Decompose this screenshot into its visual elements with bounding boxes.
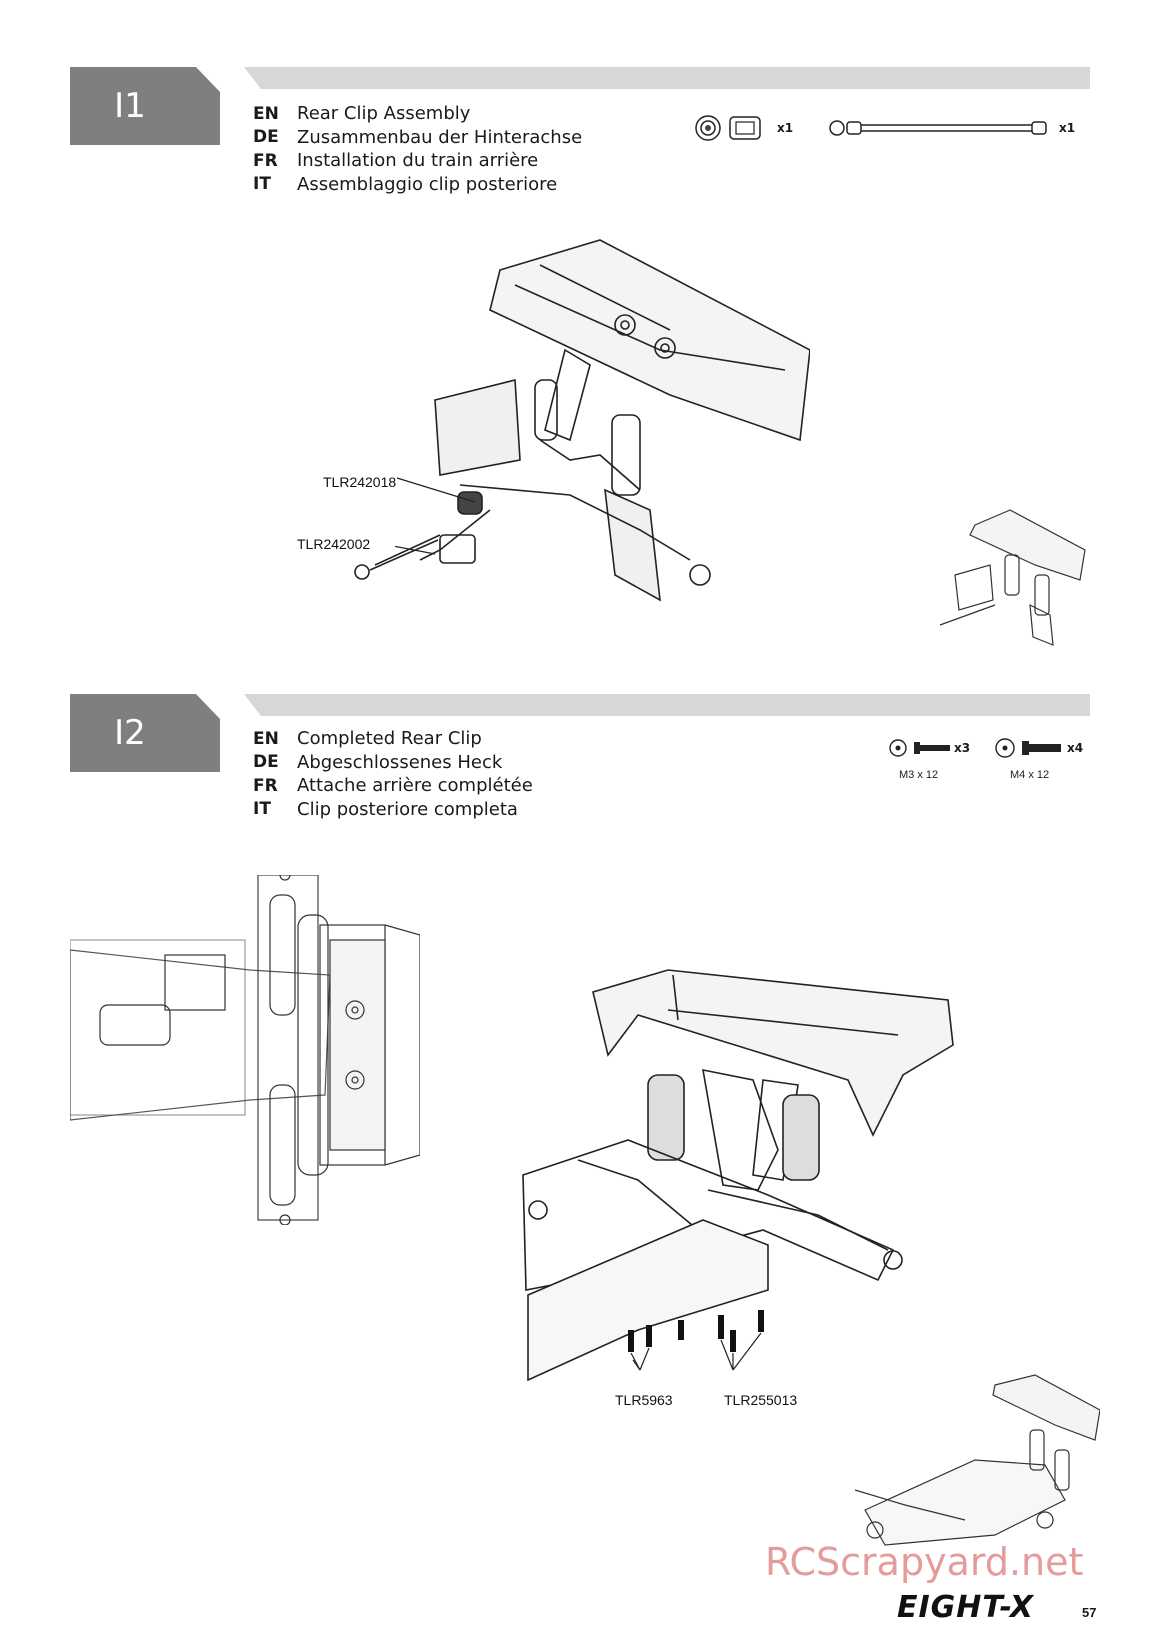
title-row-it: IT Assemblaggio clip posteriore (253, 173, 582, 197)
step-number: I1 (114, 86, 146, 126)
flat-head-screw-icon (995, 738, 1061, 758)
flat-head-screw-icon (889, 739, 950, 757)
title-row-fr: FR Installation du train arrière (253, 149, 582, 173)
title-text: Zusammenbau der Hinterachse (297, 126, 583, 148)
lang-code: FR (253, 150, 278, 171)
watermark-text: RCScrapyard.net (765, 1540, 1084, 1584)
part-callout: TLR242002 (297, 536, 371, 552)
rear-clip-perspective-drawing (522, 969, 954, 1382)
title-text: Installation du train arrière (297, 150, 539, 172)
step-header-bar (244, 694, 1090, 716)
title-text: Abgeschlossenes Heck (297, 751, 503, 773)
brand-logo: EIGHT-X (897, 1590, 1035, 1625)
title-row-de: DE Zusammenbau der Hinterachse (253, 126, 582, 150)
part-callout: TLR5963 (615, 1392, 673, 1408)
title-text: Assemblaggio clip posteriore (297, 173, 558, 195)
driveshaft-icon (829, 120, 1047, 136)
lang-code: EN (253, 728, 279, 749)
title-text: Rear Clip Assembly (297, 103, 471, 125)
step-number-box: I2 (70, 694, 220, 772)
bearing-bushing-icon (695, 115, 761, 141)
lang-code: FR (253, 775, 278, 796)
rear-clip-assembly-drawing (354, 239, 810, 602)
lang-code: DE (253, 752, 279, 773)
lang-code: DE (253, 127, 279, 148)
title-text: Clip posteriore completa (297, 798, 518, 820)
title-row-en: EN Completed Rear Clip (253, 727, 533, 751)
lang-code: IT (253, 174, 271, 195)
step-number-box: I1 (70, 67, 220, 145)
title-row-de: DE Abgeschlossenes Heck (253, 751, 533, 775)
step-header-bar (244, 67, 1090, 89)
lang-code: EN (253, 103, 279, 124)
part-qty: x4 (1067, 741, 1084, 755)
thumbnail-drawing (854, 1374, 1100, 1546)
lang-code: IT (253, 799, 271, 820)
part-qty: x1 (777, 121, 794, 135)
callout-leader-lines (395, 477, 476, 555)
title-row-en: EN Rear Clip Assembly (253, 102, 582, 126)
title-text: Completed Rear Clip (297, 728, 482, 750)
title-row-fr: FR Attache arrière complétée (253, 774, 533, 798)
page-number: 57 (1082, 1605, 1097, 1620)
part-qty: x3 (954, 741, 971, 755)
part-size-label: M4 x 12 (1010, 769, 1050, 781)
part-qty: x1 (1059, 121, 1076, 135)
title-text: Attache arrière complétée (297, 775, 533, 797)
thumbnail-drawing (939, 509, 1086, 646)
part-callout: TLR255013 (724, 1392, 798, 1408)
step-number: I2 (114, 713, 146, 753)
part-callout: TLR242018 (323, 474, 397, 490)
step-titles: EN Rear Clip Assembly DE Zusammenbau der H… (253, 102, 582, 196)
title-row-it: IT Clip posteriore completa (253, 798, 533, 822)
part-size-label: M3 x 12 (899, 769, 939, 781)
step-titles: EN Completed Rear Clip DE Abgeschlossenes … (253, 727, 533, 821)
rear-clip-top-view-drawing (70, 875, 420, 1225)
